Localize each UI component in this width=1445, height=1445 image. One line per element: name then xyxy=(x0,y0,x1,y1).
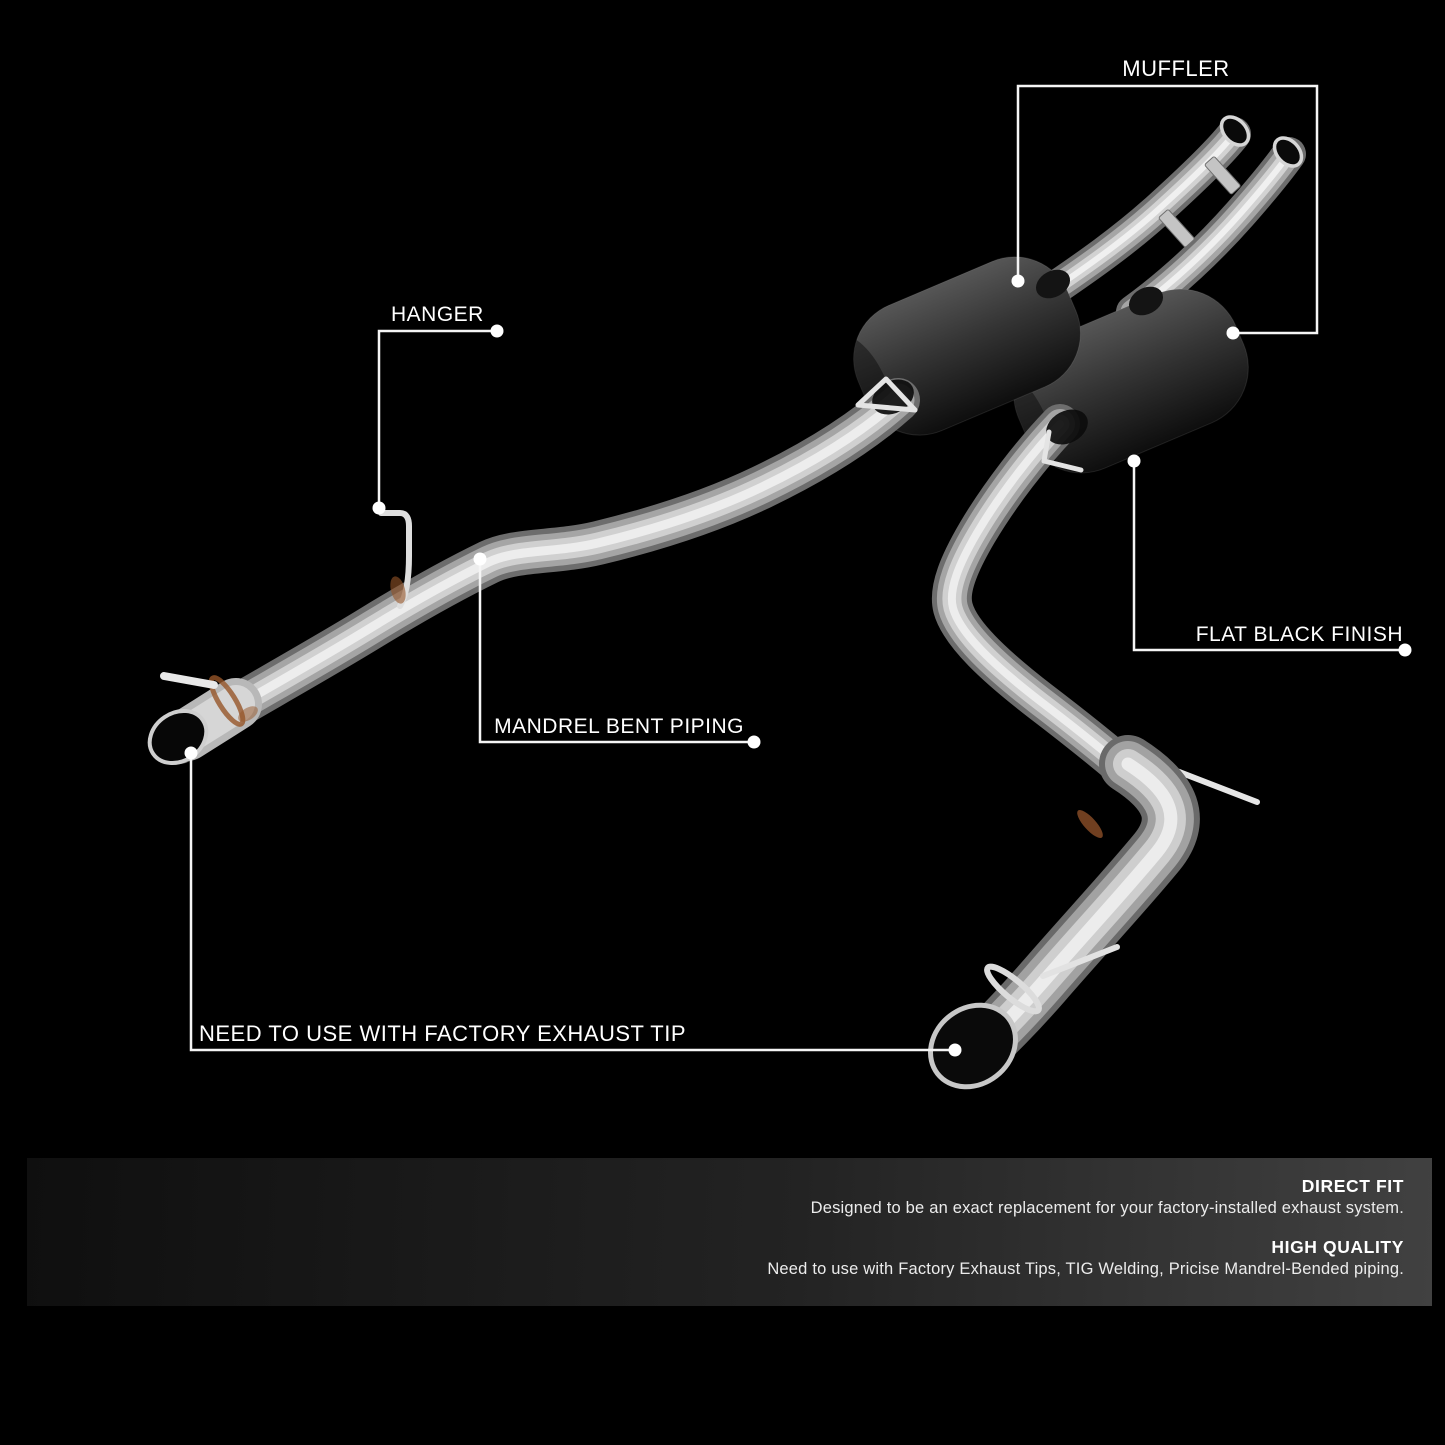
footer-text-block: DIRECT FIT Designed to be an exact repla… xyxy=(767,1175,1404,1280)
flat-black-finish-label: FLAT BLACK FINISH xyxy=(1195,623,1403,646)
right-pipe-run xyxy=(928,404,1260,1090)
direct-fit-title: DIRECT FIT xyxy=(1301,1176,1404,1196)
callout-dot xyxy=(1226,326,1240,340)
x-pipe-left-tube xyxy=(1028,117,1251,312)
callout-dot xyxy=(184,746,198,760)
factory-exhaust-tip-label: NEED TO USE WITH FACTORY EXHAUST TIP xyxy=(199,1021,687,1046)
pipe-clamp xyxy=(1158,209,1195,248)
muffler-outlet-collar xyxy=(1046,409,1088,445)
factory-tip-callout-line xyxy=(189,753,955,1052)
x-pipe-section xyxy=(1028,115,1306,329)
weld-patch xyxy=(1077,810,1103,838)
footer-band: DIRECT FIT Designed to be an exact repla… xyxy=(27,1158,1432,1306)
callout-dot xyxy=(1398,643,1412,657)
direct-fit-description: Designed to be an exact replacement for … xyxy=(810,1199,1404,1217)
muffler-inlet-collar xyxy=(1035,269,1071,299)
footer-spacer xyxy=(767,1219,1404,1236)
mandrel-bent-piping-label: MANDREL BENT PIPING xyxy=(494,715,744,738)
callout-dot xyxy=(948,1043,962,1057)
callout-dot xyxy=(1127,454,1141,468)
right-tailpipe-opening xyxy=(928,1002,1018,1090)
left-pipe-run xyxy=(147,378,920,766)
weld-ring xyxy=(208,675,246,727)
triangle-hanger-bracket xyxy=(855,376,918,413)
weld-patch xyxy=(390,576,406,604)
hanger-label: HANGER xyxy=(391,303,484,326)
hanger-callout-line xyxy=(377,329,496,508)
tail-clamp-rod xyxy=(1040,944,1120,979)
high-quality-title: HIGH QUALITY xyxy=(1271,1237,1404,1257)
muffler-inlet-collar xyxy=(1128,286,1164,316)
callout-dot xyxy=(473,552,487,566)
callout-dot xyxy=(372,501,386,515)
callout-dot xyxy=(747,735,761,749)
u-hanger-bracket xyxy=(1041,429,1084,473)
pipe-inlet-opening xyxy=(1219,115,1251,147)
muffler-callout-line xyxy=(1016,84,1319,335)
weld-patch xyxy=(238,706,258,722)
callout-dot xyxy=(1011,274,1025,288)
tail-clamp-band xyxy=(984,963,1042,1015)
tip-hanger-rod xyxy=(160,672,218,689)
mandrel-callout-line xyxy=(478,559,754,744)
muffler-label: MUFFLER xyxy=(1122,56,1230,81)
pipe-inlet-opening xyxy=(1272,136,1304,168)
pipe-clamp xyxy=(1204,156,1241,195)
callout-dot xyxy=(490,324,504,338)
high-quality-description: Need to use with Factory Exhaust Tips, T… xyxy=(767,1260,1404,1278)
flat-black-callout-line xyxy=(1132,461,1405,652)
x-pipe-right-tube xyxy=(1116,137,1306,329)
